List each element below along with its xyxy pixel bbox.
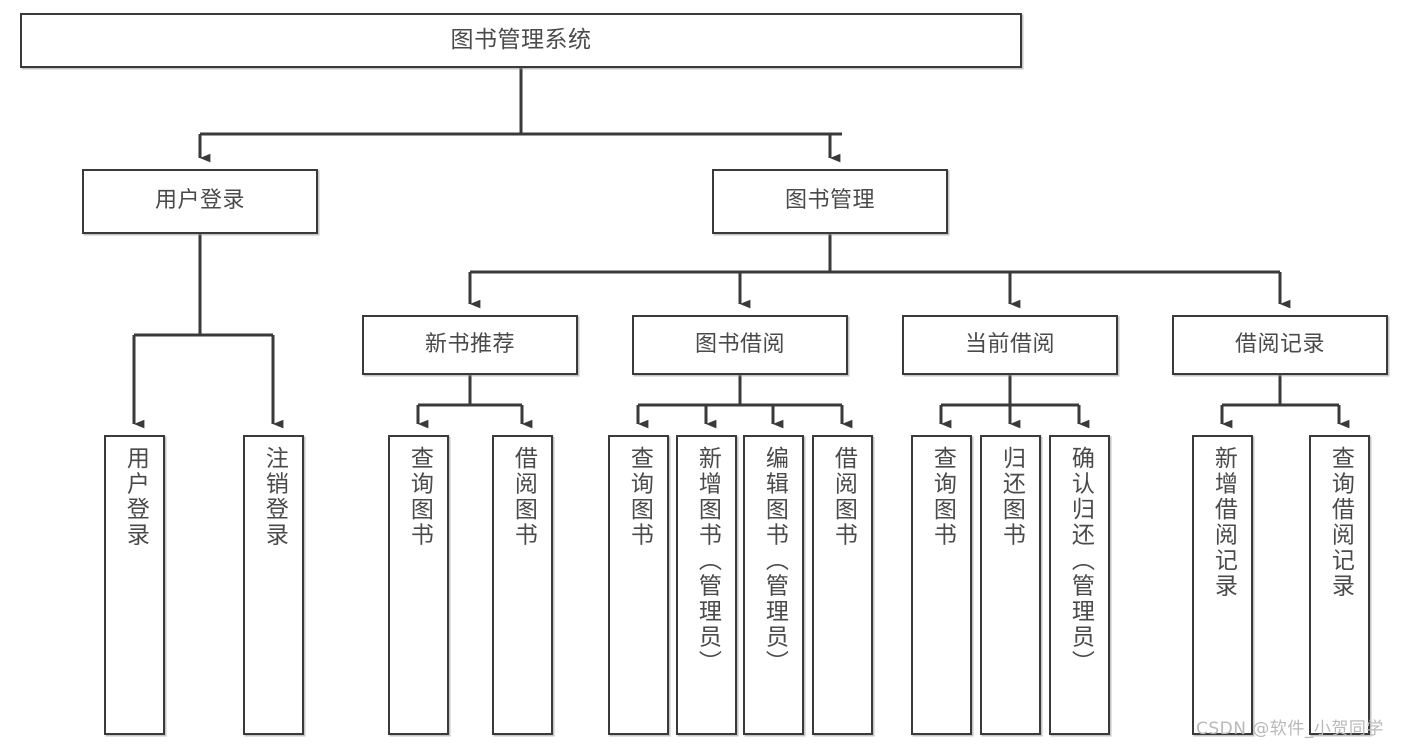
leaf-query-book-recommend[interactable]: 查询图书 (388, 435, 449, 735)
leaf-edit-book[interactable]: 编辑图书（管理员） (743, 435, 804, 735)
leaf-borrow-book-recommend[interactable]: 借阅图书 (492, 435, 553, 735)
node-label: 确认归还（管理员） (1067, 446, 1094, 676)
node-label: 注销登录 (261, 446, 288, 548)
leaf-borrow-book[interactable]: 借阅图书 (812, 435, 873, 735)
leaf-query-book-borrow[interactable]: 查询图书 (608, 435, 669, 735)
csdn-watermark: CSDN @软件_小贺同学 (1196, 719, 1384, 739)
node-label: 归还图书 (998, 446, 1025, 548)
node-label: 用户登录 (154, 188, 245, 214)
node-root-system[interactable]: 图书管理系统 (20, 13, 1022, 68)
node-label: 用户登录 (122, 446, 149, 548)
leaf-user-login[interactable]: 用户登录 (104, 435, 165, 735)
node-current-borrow[interactable]: 当前借阅 (902, 315, 1118, 375)
leaf-query-book-current[interactable]: 查询图书 (911, 435, 972, 735)
node-label: 借阅图书 (830, 446, 857, 548)
leaf-logout-login[interactable]: 注销登录 (243, 435, 304, 735)
node-book-borrow[interactable]: 图书借阅 (632, 315, 848, 375)
node-label: 当前借阅 (964, 331, 1055, 357)
leaf-return-book[interactable]: 归还图书 (980, 435, 1041, 735)
node-label: 编辑图书（管理员） (761, 446, 788, 676)
node-label: 图书管理系统 (450, 26, 592, 53)
node-label: 新增图书（管理员） (694, 446, 721, 676)
node-label: 新增借阅记录 (1210, 446, 1237, 599)
node-user-login[interactable]: 用户登录 (82, 169, 318, 234)
node-label: 新书推荐 (424, 331, 515, 357)
node-label: 查询图书 (626, 446, 653, 548)
node-book-manage[interactable]: 图书管理 (712, 169, 948, 234)
node-label: 查询图书 (929, 446, 956, 548)
node-label: 借阅记录 (1234, 331, 1325, 357)
node-label: 借阅图书 (510, 446, 537, 548)
leaf-add-book[interactable]: 新增图书（管理员） (676, 435, 737, 735)
leaf-confirm-return[interactable]: 确认归还（管理员） (1049, 435, 1110, 735)
leaf-add-borrow-record[interactable]: 新增借阅记录 (1192, 435, 1253, 735)
node-label: 图书管理 (784, 188, 875, 214)
node-label: 查询图书 (406, 446, 433, 548)
node-borrow-record[interactable]: 借阅记录 (1172, 315, 1388, 375)
leaf-query-borrow-record[interactable]: 查询借阅记录 (1309, 435, 1370, 735)
node-label: 图书借阅 (694, 331, 785, 357)
node-new-book-recommend[interactable]: 新书推荐 (362, 315, 578, 375)
node-label: 查询借阅记录 (1327, 446, 1354, 599)
